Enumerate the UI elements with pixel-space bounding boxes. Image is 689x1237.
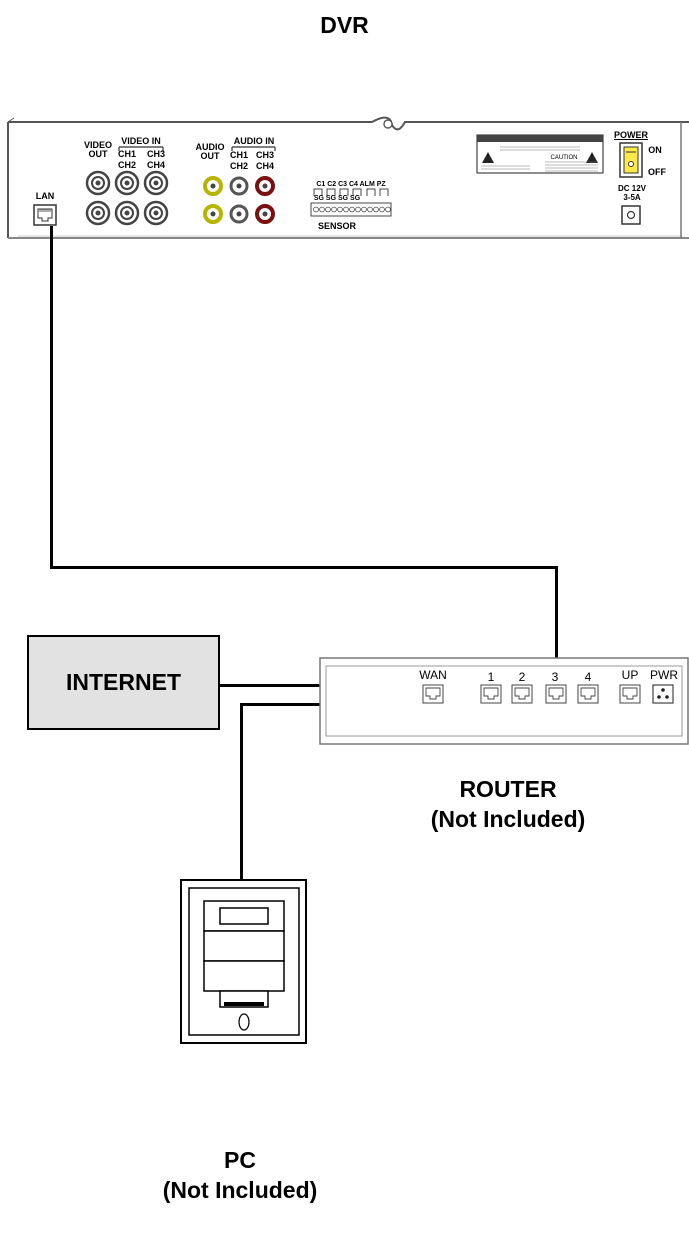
pc-caption-note: (Not Included): [162, 1177, 318, 1203]
video-ch3-label: CH3: [146, 149, 165, 159]
pc-caption: PC (Not Included): [120, 1145, 360, 1205]
router-port-2-label: 2: [518, 670, 526, 684]
sensor-sg-label: SG SG SG SG: [313, 195, 361, 202]
video-ch1-label: CH1: [117, 149, 136, 159]
dvr-title: DVR: [320, 12, 369, 38]
dvr-lan-port-icon: [33, 204, 57, 226]
router-port-1-icon: [480, 684, 502, 704]
video-ch2-label: CH2: [117, 160, 136, 170]
internet-box: INTERNET: [27, 635, 220, 730]
router-pwr-label: PWR: [650, 668, 678, 682]
audio-ch3-label: CH3: [255, 150, 274, 160]
video-in-label: VIDEO IN: [121, 136, 161, 146]
sensor-channels-label: C1 C2 C3 C4 ALM PZ: [316, 181, 386, 188]
lan-label: LAN: [35, 191, 55, 201]
router-wan-port-icon: [422, 684, 444, 704]
router-power-jack-icon: [652, 684, 674, 704]
dvr-panel-outline: [7, 116, 689, 239]
router-wan-label: WAN: [419, 668, 447, 682]
router-port-3-icon: [545, 684, 567, 704]
router-port-4-icon: [577, 684, 599, 704]
router-port-3-label: 3: [551, 670, 559, 684]
router-caption-note: (Not Included): [430, 806, 586, 832]
power-label: POWER: [613, 130, 648, 140]
audio-ch4-label: CH4: [255, 161, 274, 171]
off-label: OFF: [648, 167, 666, 177]
on-label: ON: [648, 145, 662, 155]
router-port-4-label: 4: [584, 670, 592, 684]
router-caption: ROUTER (Not Included): [392, 774, 624, 834]
video-ch4-label: CH4: [146, 160, 165, 170]
internet-label: INTERNET: [66, 669, 181, 695]
router-port-1-label: 1: [487, 670, 495, 684]
audio-ch1-label: CH1: [229, 150, 248, 160]
audio-in-label: AUDIO IN: [233, 136, 275, 146]
router-caption-title: ROUTER: [459, 776, 557, 802]
audio-ch2-label: CH2: [229, 161, 248, 171]
router-port-2-icon: [511, 684, 533, 704]
sensor-label: SENSOR: [317, 221, 356, 231]
router-up-label: UP: [621, 668, 639, 682]
caution-label: CAUTION: [550, 155, 578, 161]
router-uplink-port-icon: [619, 684, 641, 704]
pc-tower-icon: [180, 879, 307, 1044]
pc-caption-title: PC: [224, 1147, 256, 1173]
